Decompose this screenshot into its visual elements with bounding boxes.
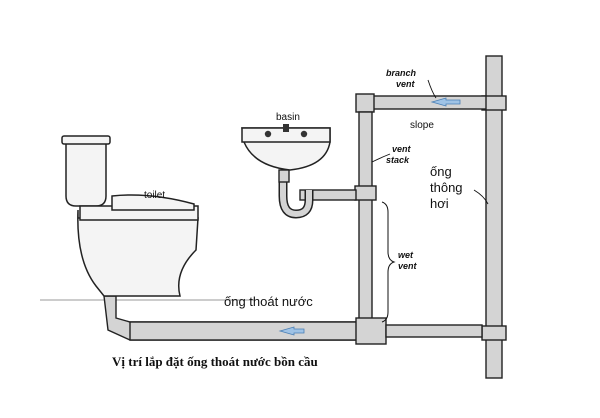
toilet-bowl-base xyxy=(77,209,199,297)
ong-thong-hoi-label-line1: ống xyxy=(430,164,452,179)
branch-vent-elbow xyxy=(355,93,375,113)
stack-fitting-bottom xyxy=(481,325,507,341)
main-vent-stack xyxy=(485,55,503,379)
basin-tap-left xyxy=(264,130,272,138)
toilet-tank xyxy=(65,141,107,207)
ong-thong-hoi-label-line3: hơi xyxy=(430,196,449,211)
toilet-tank-lid xyxy=(61,135,111,145)
branch-vent-leader xyxy=(427,79,437,99)
ong-thong-hoi-label-line2: thông xyxy=(430,180,463,195)
vent-slope-arrow xyxy=(430,97,461,107)
branch-vent-label-line2: vent xyxy=(396,79,416,89)
basin-tap-right xyxy=(300,130,308,138)
vent-stack-pipe xyxy=(358,111,373,325)
diagram-caption: Vị trí lắp đặt ống thoát nước bồn cầu xyxy=(112,354,318,369)
vent-stack-label-line2: stack xyxy=(386,155,410,165)
branch-vent-label-line1: branch xyxy=(386,68,417,78)
ong-thoat-nuoc-label: ống thoát nước xyxy=(224,294,313,309)
main-drain-pipe xyxy=(129,321,377,341)
wet-vent-bracket xyxy=(381,201,396,323)
drain-wye-fitting xyxy=(355,317,387,345)
drain-to-stack-pipe xyxy=(385,324,483,338)
toilet-seat-lid xyxy=(111,194,195,211)
basin-label: basin xyxy=(276,112,300,123)
basin-trap-arm xyxy=(299,189,357,201)
toilet-label: toilet xyxy=(144,190,165,201)
vent-stack-leader xyxy=(371,153,391,163)
wet-vent-label-line1: wet xyxy=(398,250,414,260)
drain-slope-arrow xyxy=(278,326,305,336)
ong-thong-hoi-leader xyxy=(473,189,489,205)
wet-vent-label-line2: vent xyxy=(398,261,418,271)
basin-tailpiece xyxy=(278,169,290,183)
vent-stack-label-line1: vent xyxy=(392,144,412,154)
basin-faucet xyxy=(283,124,289,132)
slope-label: slope xyxy=(410,120,434,131)
vent-stack-tee xyxy=(354,185,377,201)
branch-vent-pipe xyxy=(369,95,487,110)
